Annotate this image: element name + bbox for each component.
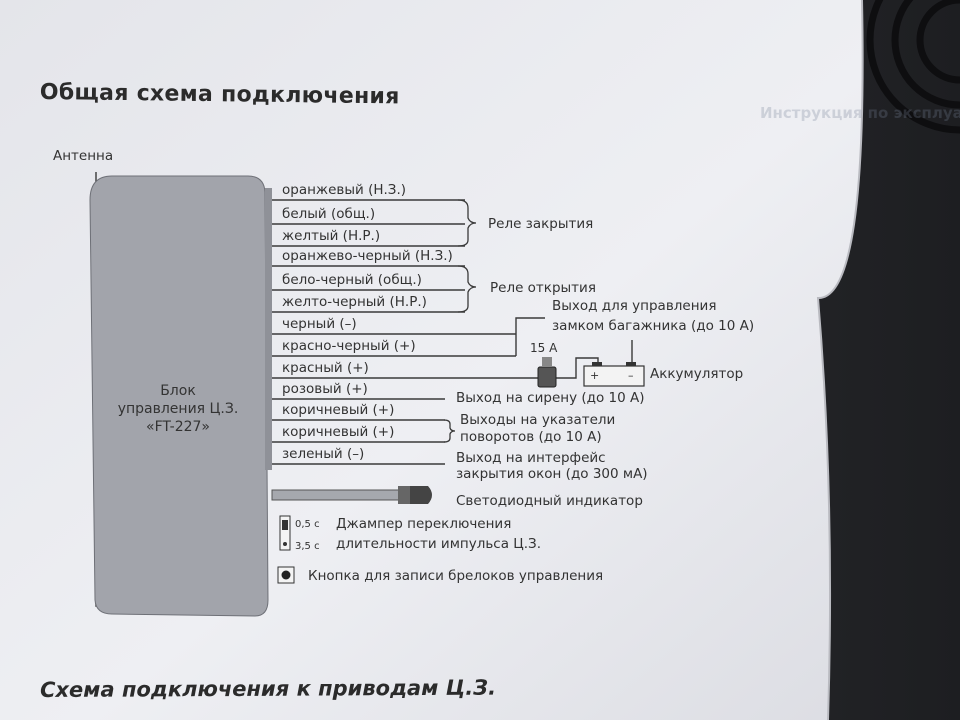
wire-label: белый (общ.) xyxy=(282,206,376,222)
record-button-label: Кнопка для записи брелоков управления xyxy=(308,568,604,584)
siren-output-label: Выход на сирену (до 10 А) xyxy=(456,390,645,406)
wire-label: оранжево-черный (Н.З.) xyxy=(282,248,453,264)
battery-plus-sign: + xyxy=(590,369,600,382)
turn-signals-label: поворотов (до 10 А) xyxy=(460,429,602,445)
trunk-lead xyxy=(515,317,545,356)
jumper-option: 0,5 с xyxy=(295,519,320,530)
antenna-label: Антенна xyxy=(53,148,114,164)
battery-label: Аккумулятор xyxy=(650,366,744,382)
wire-label: коричневый (+) xyxy=(282,424,395,440)
window-output-label: закрытия окон (до 300 мА) xyxy=(456,466,648,482)
record-button-icon xyxy=(277,566,295,584)
block-label-line: управления Ц.З. xyxy=(117,401,239,417)
relay-open-label: Реле открытия xyxy=(490,280,596,296)
section-title: Схема подключения к приводам Ц.З. xyxy=(40,675,497,702)
relay-open-bracket xyxy=(457,265,477,313)
wire-label: бело-черный (общ.) xyxy=(282,272,422,288)
jumper-option: 3,5 с xyxy=(295,541,320,552)
control-block xyxy=(89,175,269,617)
led-indicator-icon xyxy=(271,486,432,504)
wire-label: коричневый (+) xyxy=(282,402,395,418)
wire-label: черный (–) xyxy=(282,316,357,332)
speaker-grille-icon xyxy=(866,0,960,134)
battery-plus-lead xyxy=(556,357,599,379)
showthrough-text: Инструкция по эксплуатации xyxy=(760,104,960,122)
control-block-label: Блок управления Ц.З. «FT-227» xyxy=(108,382,248,436)
jumper-label: Джампер переключения xyxy=(336,516,512,532)
wire-label: желтый (Н.Р.) xyxy=(282,228,381,244)
wire-label: желто-черный (Н.Р.) xyxy=(282,294,427,310)
turn-signal-bracket xyxy=(443,419,456,443)
jumper-label: длительности импульса Ц.З. xyxy=(336,536,541,552)
relay-close-bracket xyxy=(457,199,477,247)
fuse-label: 15 А xyxy=(530,341,558,355)
block-label-line: Блок xyxy=(160,383,196,399)
block-label-line: «FT-227» xyxy=(146,419,210,435)
wire-label: оранжевый (Н.З.) xyxy=(282,182,406,198)
led-label: Светодиодный индикатор xyxy=(456,493,643,509)
turn-signals-label: Выходы на указатели xyxy=(460,412,616,428)
trunk-output-label: замком багажника (до 10 А) xyxy=(552,318,755,334)
relay-close-label: Реле закрытия xyxy=(488,216,594,232)
connector-bus xyxy=(265,188,272,470)
wire-label: розовый (+) xyxy=(282,381,368,397)
wire-label: красный (+) xyxy=(282,360,369,376)
wire-lines xyxy=(272,199,633,465)
battery-minus-sign: – xyxy=(628,369,634,382)
jumper-icon xyxy=(279,515,291,551)
trunk-output-label: Выход для управления xyxy=(552,298,717,314)
wire-label: зеленый (–) xyxy=(282,446,365,462)
wire-label: красно-черный (+) xyxy=(282,338,416,354)
fuse-icon xyxy=(537,357,557,388)
window-output-label: Выход на интерфейс xyxy=(456,450,606,466)
battery-icon xyxy=(583,362,645,387)
